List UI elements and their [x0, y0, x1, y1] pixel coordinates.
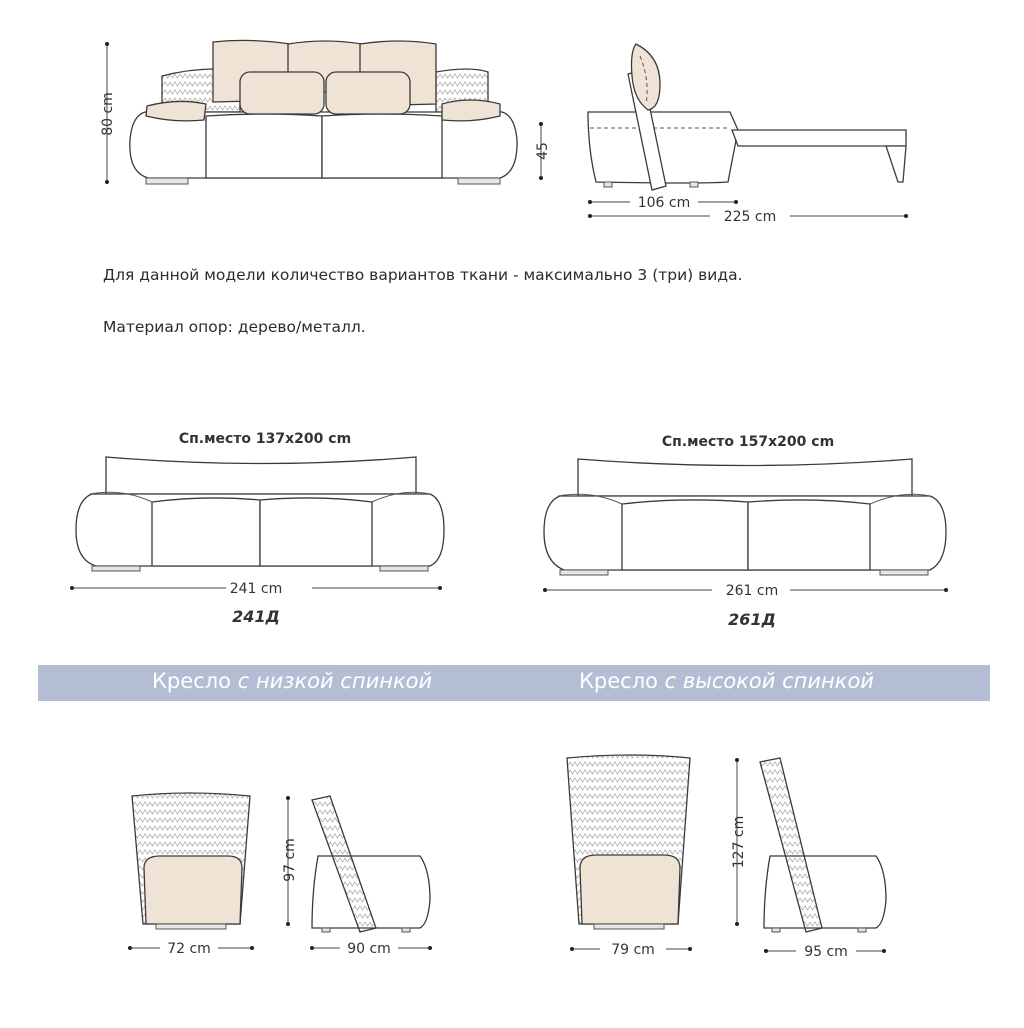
armchair-banner: Кресло с низкой спинкой Кресло с высокой… — [38, 665, 990, 701]
armchair-low-width-label: 72 cm — [167, 941, 211, 957]
sleep-area-label-241: Сп.место 137х200 cm — [179, 431, 351, 447]
armchair-low-depth-label: 90 cm — [347, 941, 391, 957]
model-code-241: 241Д — [232, 607, 280, 626]
banner-high-back-bold: Кресло — [579, 669, 658, 693]
support-material-note: Материал опор: дерево/металл. — [103, 318, 366, 336]
sofa-front-with-pillows — [105, 39, 518, 185]
sofa-241-front — [70, 456, 445, 590]
armchair-high-back — [566, 754, 887, 953]
armchair-high-height-label: 127 cm — [731, 816, 747, 869]
armchair-high-depth-label: 95 cm — [804, 944, 848, 960]
banner-low-back-title: Кресло с низкой спинкой — [152, 669, 432, 693]
sofa-side-view-unfolded — [539, 43, 908, 218]
banner-high-back-light: с высокой спинкой — [664, 669, 874, 693]
banner-low-back-light: с низкой спинкой — [237, 669, 433, 693]
banner-low-back-bold: Кресло — [152, 669, 231, 693]
sofa-height-label: 80 cm — [100, 92, 116, 136]
armchair-high-width-label: 79 cm — [611, 942, 655, 958]
model-code-261: 261Д — [728, 610, 776, 629]
sleep-area-label-261: Сп.место 157х200 cm — [662, 434, 834, 450]
seat-height-label: 45 — [535, 142, 551, 160]
extended-depth-label: 225 cm — [724, 209, 777, 225]
width-label-261: 261 cm — [726, 583, 779, 599]
width-label-241: 241 cm — [230, 581, 283, 597]
armchair-low-height-label: 97 cm — [282, 838, 298, 882]
banner-high-back-title: Кресло с высокой спинкой — [579, 669, 874, 693]
fabric-variants-note: Для данной модели количество вариантов т… — [103, 266, 743, 284]
depth-label: 106 cm — [638, 195, 691, 211]
sofa-261-front — [543, 458, 948, 592]
armchair-low-back — [128, 792, 432, 950]
